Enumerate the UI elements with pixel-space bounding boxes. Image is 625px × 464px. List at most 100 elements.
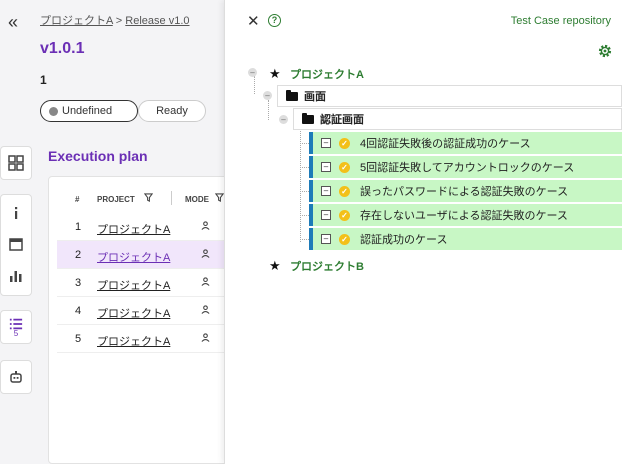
status-check-icon: ✓ — [339, 209, 350, 221]
test-case-item[interactable]: –✓ 4回認証失敗後の認証成功のケース — [309, 132, 622, 154]
release-main: プロジェクトA > Release v1.0 v1.0.1 1 Undefine… — [32, 0, 233, 464]
row-index: 5 — [75, 333, 82, 345]
tree-connector — [268, 100, 269, 120]
tree-folder-screen[interactable]: 画面 — [277, 85, 622, 107]
table-row[interactable]: 4 プロジェクトA — [57, 297, 233, 325]
test-case-item[interactable]: –✓ 誤ったパスワードによる認証失敗のケース — [309, 180, 622, 202]
test-case-item[interactable]: –✓ 認証成功のケース — [309, 228, 622, 250]
row-project-link[interactable]: プロジェクトA — [97, 308, 171, 320]
calendar-icon[interactable] — [2, 230, 30, 258]
table-row[interactable]: 3 プロジェクトA — [57, 269, 233, 297]
test-case-label: 存在しないユーザによる認証失敗のケース — [360, 210, 568, 222]
bar-chart-icon[interactable] — [2, 262, 30, 290]
test-case-label: 誤ったパスワードによる認証失敗のケース — [360, 186, 569, 198]
info-icon[interactable] — [2, 199, 30, 227]
gear-icon[interactable] — [597, 43, 613, 59]
left-rail: « 5 — [0, 0, 32, 464]
row-project-link[interactable]: プロジェクトA — [97, 280, 171, 292]
tree-project-a[interactable]: プロジェクトA — [290, 69, 364, 81]
test-case-label: 認証成功のケース — [360, 234, 448, 246]
test-case-label: 5回認証失敗してアカウントロックのケース — [360, 162, 575, 174]
test-case-checkbox[interactable]: – — [321, 210, 331, 220]
status-pill-ready-label: Ready — [156, 105, 188, 117]
col-mode-header: MODE — [185, 195, 209, 204]
rail-card-bot — [0, 360, 32, 394]
help-icon[interactable]: ? — [268, 14, 281, 27]
status-dot-icon — [49, 106, 58, 116]
mode-manual-person-icon — [201, 333, 210, 345]
collapse-folder-screen-icon[interactable]: – — [263, 91, 272, 100]
tree-connector — [300, 191, 309, 192]
row-index: 1 — [75, 221, 82, 233]
tree-connector — [300, 215, 309, 216]
tree-folder-screen-label: 画面 — [304, 91, 326, 103]
mode-manual-person-icon — [201, 305, 210, 317]
list-icon — [9, 318, 23, 329]
row-index: 2 — [75, 249, 82, 261]
column-divider — [171, 191, 172, 205]
table-row[interactable]: 2 プロジェクトA — [57, 241, 233, 269]
tree-connector — [254, 76, 255, 94]
status-pill-ready[interactable]: Ready — [138, 100, 206, 122]
filter-mode-icon[interactable] — [214, 193, 225, 204]
tree-folder-auth[interactable]: 認証画面 — [293, 108, 622, 130]
status-check-icon: ✓ — [339, 233, 350, 245]
execution-plan-title: Execution plan — [48, 148, 148, 164]
panel-title: Test Case repository — [510, 15, 611, 27]
folder-icon — [286, 89, 298, 101]
status-pill-undefined[interactable]: Undefined — [40, 100, 138, 122]
filter-project-icon[interactable] — [143, 193, 154, 204]
dashboard-grid-icon[interactable] — [2, 149, 30, 177]
release-number: 1 — [40, 73, 47, 87]
breadcrumb-release-link[interactable]: Release v1.0 — [125, 15, 190, 27]
table-header: # PROJECT MODE — [49, 191, 233, 207]
col-project-header: PROJECT — [97, 195, 135, 204]
collapse-sidebar-icon[interactable]: « — [8, 12, 19, 32]
test-case-checkbox[interactable]: – — [321, 234, 331, 244]
test-case-item[interactable]: –✓ 存在しないユーザによる認証失敗のケース — [309, 204, 622, 226]
test-case-label: 4回認証失敗後の認証成功のケース — [360, 138, 531, 150]
rail-card-dashboard — [0, 146, 32, 180]
status-check-icon: ✓ — [339, 185, 350, 197]
release-version-title: v1.0.1 — [40, 40, 85, 57]
test-case-checkbox[interactable]: – — [321, 162, 331, 172]
mode-manual-person-icon — [201, 249, 210, 261]
close-icon[interactable]: ✕ — [247, 13, 260, 30]
project-b-star-icon: ★ — [269, 258, 281, 273]
col-index-header: # — [75, 195, 80, 204]
collapse-project-a-icon[interactable]: – — [248, 68, 257, 77]
tree-connector — [300, 143, 309, 144]
tree-project-b[interactable]: プロジェクトB — [290, 261, 364, 273]
row-project-link[interactable]: プロジェクトA — [97, 252, 171, 264]
project-a-star-icon: ★ — [269, 66, 281, 81]
mode-manual-person-icon — [201, 221, 210, 233]
test-case-item[interactable]: –✓ 5回認証失敗してアカウントロックのケース — [309, 156, 622, 178]
folder-icon — [302, 112, 314, 124]
tree-connector — [300, 167, 309, 168]
status-check-icon: ✓ — [339, 161, 350, 173]
row-project-link[interactable]: プロジェクトA — [97, 336, 171, 348]
list-count-badge: 5 — [13, 328, 19, 338]
row-project-link[interactable]: プロジェクトA — [97, 224, 171, 236]
test-case-repository-panel: ✕ ? Test Case repository – ★ プロジェクトA – 画… — [224, 0, 625, 464]
breadcrumb-project-link[interactable]: プロジェクトA — [40, 15, 113, 27]
rail-item-execution-list[interactable]: 5 — [0, 310, 32, 344]
breadcrumb: プロジェクトA > Release v1.0 — [40, 12, 190, 28]
mode-manual-person-icon — [201, 277, 210, 289]
test-case-checkbox[interactable]: – — [321, 186, 331, 196]
table-row[interactable]: 1 プロジェクトA — [57, 213, 233, 241]
breadcrumb-separator: > — [115, 15, 123, 27]
table-row[interactable]: 5 プロジェクトA — [57, 325, 233, 353]
row-index: 3 — [75, 277, 82, 289]
row-index: 4 — [75, 305, 82, 317]
tree-folder-auth-label: 認証画面 — [320, 114, 364, 126]
tree-connector — [300, 126, 301, 242]
tree-connector — [300, 239, 309, 240]
robot-icon[interactable] — [2, 363, 30, 391]
collapse-folder-auth-icon[interactable]: – — [279, 115, 288, 124]
test-case-checkbox[interactable]: – — [321, 138, 331, 148]
repository-tree: – ★ プロジェクトA – 画面 – 認証画面 –✓4回認証失敗後の認証成功のケ… — [225, 0, 625, 464]
status-check-icon: ✓ — [339, 137, 350, 149]
